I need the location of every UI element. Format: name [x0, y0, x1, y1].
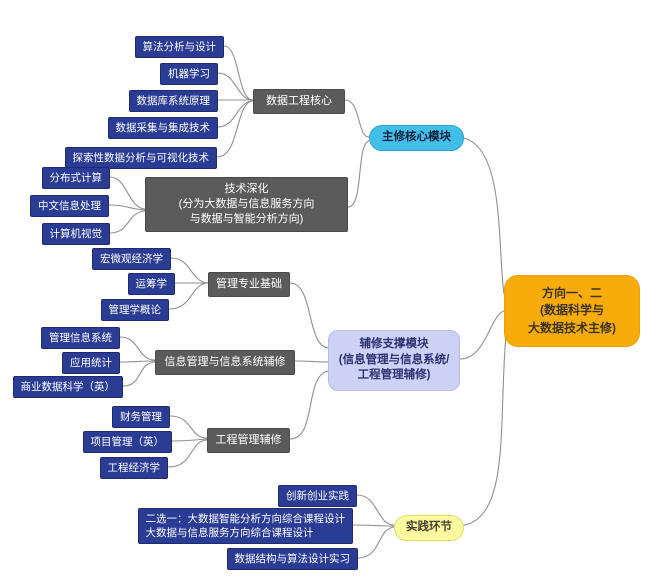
connector: [119, 360, 156, 363]
connector: [344, 99, 370, 138]
connector: [168, 282, 209, 310]
course-data-collection-integration[interactable]: 数据采集与集成技术: [107, 117, 218, 140]
course-management-info-systems[interactable]: 管理信息系统: [41, 327, 120, 350]
course-algorithm-analysis-design[interactable]: 算法分析与设计: [134, 36, 224, 59]
course-management-intro[interactable]: 管理学概论: [100, 299, 169, 322]
course-eda-visualization[interactable]: 探索性数据分析与可视化技术: [64, 147, 217, 170]
topic-data-engineering-core[interactable]: 数据工程核心: [253, 89, 345, 114]
connector: [289, 282, 329, 349]
connector: [167, 439, 208, 468]
connector: [216, 100, 254, 158]
course-applied-statistics[interactable]: 应用统计: [62, 352, 120, 375]
connector: [356, 494, 395, 526]
module-minor-support[interactable]: 辅修支撑模块 (信息管理与信息系统/ 工程管理辅修): [328, 330, 460, 391]
course-macro-micro-economics[interactable]: 宏微观经济学: [92, 248, 171, 271]
connector: [455, 136, 505, 295]
connector: [169, 415, 208, 439]
course-distributed-computing[interactable]: 分布式计算: [41, 167, 110, 190]
connector: [122, 361, 156, 387]
connector: [171, 438, 208, 442]
connector: [108, 204, 146, 211]
connector: [352, 524, 395, 527]
connector: [289, 370, 329, 440]
connector: [459, 310, 505, 360]
course-computer-vision[interactable]: 计算机视觉: [41, 223, 110, 246]
connector: [455, 334, 507, 527]
connector: [294, 360, 329, 363]
course-database-principles[interactable]: 数据库系统原理: [128, 90, 218, 113]
course-project-management[interactable]: 项目管理（英）: [82, 431, 172, 454]
connector: [223, 45, 254, 101]
module-major-core[interactable]: 主修核心模块: [369, 125, 464, 151]
connector: [217, 72, 254, 101]
connector: [109, 176, 146, 210]
topic-im-is-minor[interactable]: 信息管理与信息系统辅修: [155, 350, 295, 375]
course-machine-learning[interactable]: 机器学习: [160, 63, 218, 86]
course-capstone-choose-one[interactable]: 二选一：大数据智能分析方向综合课程设计 大数据与信息服务方向综合课程设计: [137, 508, 353, 545]
topic-tech-deepening[interactable]: 技术深化 (分为大数据与信息服务方向 与数据与智能分析方向): [145, 177, 348, 232]
course-engineering-economics[interactable]: 工程经济学: [99, 457, 168, 480]
connector: [217, 100, 254, 128]
connector: [119, 336, 156, 361]
connector: [170, 257, 209, 284]
course-operations-research[interactable]: 运筹学: [127, 273, 175, 296]
topic-engineering-mgmt-minor[interactable]: 工程管理辅修: [207, 428, 290, 453]
course-chinese-info-processing[interactable]: 中文信息处理: [30, 195, 109, 218]
course-dsa-design-internship[interactable]: 数据结构与算法设计实习: [226, 548, 358, 571]
root-node-direction-1-2[interactable]: 方向一、二 (数据科学与 大数据技术主修): [504, 275, 640, 348]
module-practice[interactable]: 实践环节: [394, 515, 464, 541]
course-financial-management[interactable]: 财务管理: [112, 406, 170, 429]
connector: [347, 140, 370, 208]
topic-management-foundation[interactable]: 管理专业基础: [208, 272, 290, 297]
course-innovation-entrepreneurship-practice[interactable]: 创新创业实践: [278, 485, 357, 508]
course-business-data-science[interactable]: 商业数据科学（英）: [12, 376, 123, 399]
connector: [109, 210, 146, 234]
connector: [357, 526, 395, 559]
